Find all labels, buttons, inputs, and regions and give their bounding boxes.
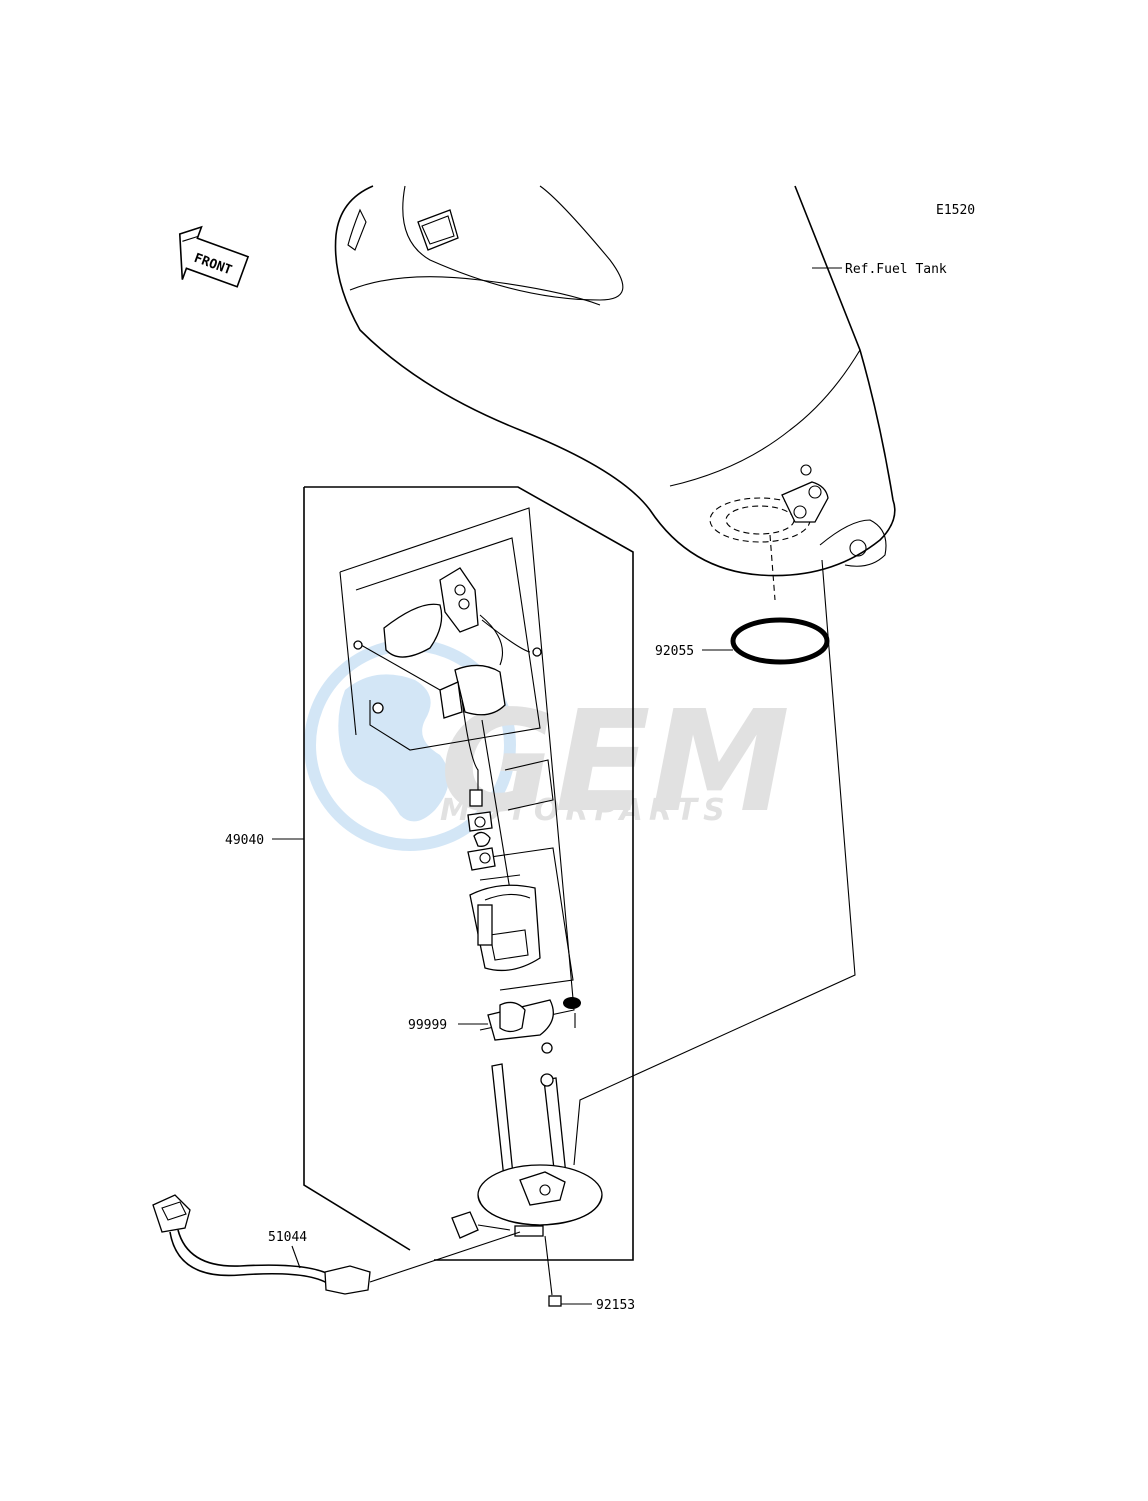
watermark-continent: [338, 674, 449, 822]
fuel-level-sender: [353, 567, 542, 891]
callout-99999: 99999: [408, 1018, 447, 1033]
pump-fittings: [467, 811, 496, 871]
diagram-code: E1520: [936, 203, 975, 218]
base-plate: [451, 1042, 603, 1296]
bolt-92153: [548, 1295, 592, 1307]
ref-fuel-tank-label: Ref.Fuel Tank: [845, 262, 947, 277]
o-ring-92055: [730, 617, 830, 665]
fuel-tank: [334, 185, 896, 601]
callout-92055: 92055: [655, 644, 694, 659]
fuel-pump: [469, 874, 541, 972]
callout-92153: 92153: [596, 1298, 635, 1313]
gasket-99999: [487, 997, 581, 1041]
front-arrow-icon: FRONT: [178, 225, 250, 288]
lead-wire-51044: [152, 1194, 521, 1295]
callout-51044: 51044: [268, 1230, 307, 1245]
callout-49040: 49040: [225, 833, 264, 848]
assembly-outline: [303, 486, 856, 1261]
